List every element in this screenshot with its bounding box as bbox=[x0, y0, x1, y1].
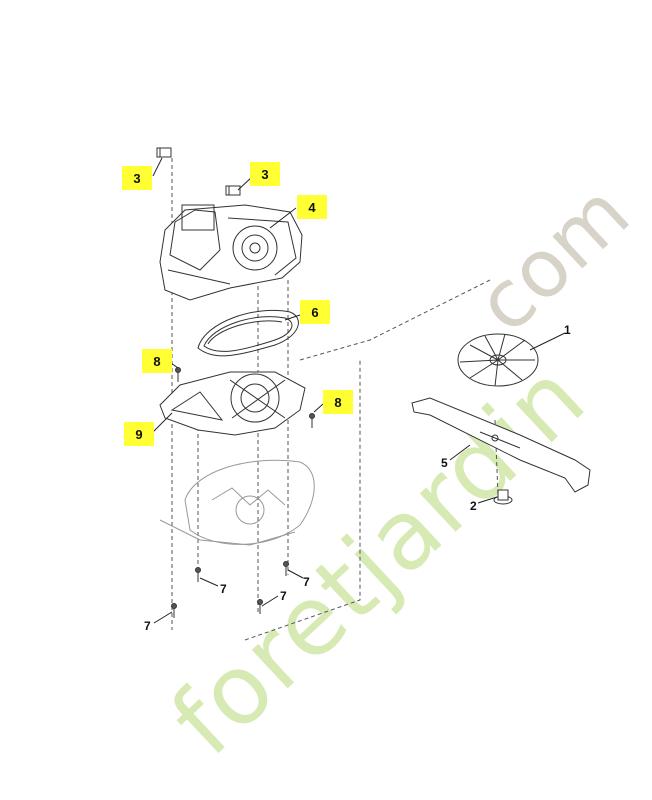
part-5-blade bbox=[411, 397, 591, 493]
part-4-motor-housing bbox=[159, 204, 303, 301]
label-part-2: 2 bbox=[470, 499, 477, 513]
label-part-5: 5 bbox=[441, 456, 448, 470]
mower-deck bbox=[159, 459, 315, 546]
part-1-fan-impeller bbox=[457, 333, 539, 387]
label-part-7b: 7 bbox=[303, 575, 310, 589]
callout-part-8a: 8 bbox=[142, 349, 172, 373]
part-2-blade-bolt bbox=[493, 489, 513, 505]
callout-part-4: 4 bbox=[297, 195, 327, 219]
part-7-screws bbox=[171, 561, 289, 618]
label-part-7c: 7 bbox=[280, 589, 287, 603]
callout-part-3a: 3 bbox=[122, 166, 152, 190]
callout-part-6: 6 bbox=[300, 300, 330, 324]
label-part-7d: 7 bbox=[144, 619, 151, 633]
part-8-screws bbox=[175, 367, 315, 428]
leader-lines bbox=[152, 157, 566, 624]
callout-part-9: 9 bbox=[124, 422, 154, 446]
label-part-7a: 7 bbox=[220, 582, 227, 596]
part-6-drive-belt bbox=[197, 309, 299, 357]
callout-part-8b: 8 bbox=[323, 390, 353, 414]
part-3-connector-mid bbox=[225, 185, 241, 196]
label-part-1: 1 bbox=[564, 323, 571, 337]
callout-part-3b: 3 bbox=[250, 162, 280, 186]
part-3-connector-top bbox=[156, 147, 172, 158]
part-9-fan-cover bbox=[159, 371, 306, 436]
